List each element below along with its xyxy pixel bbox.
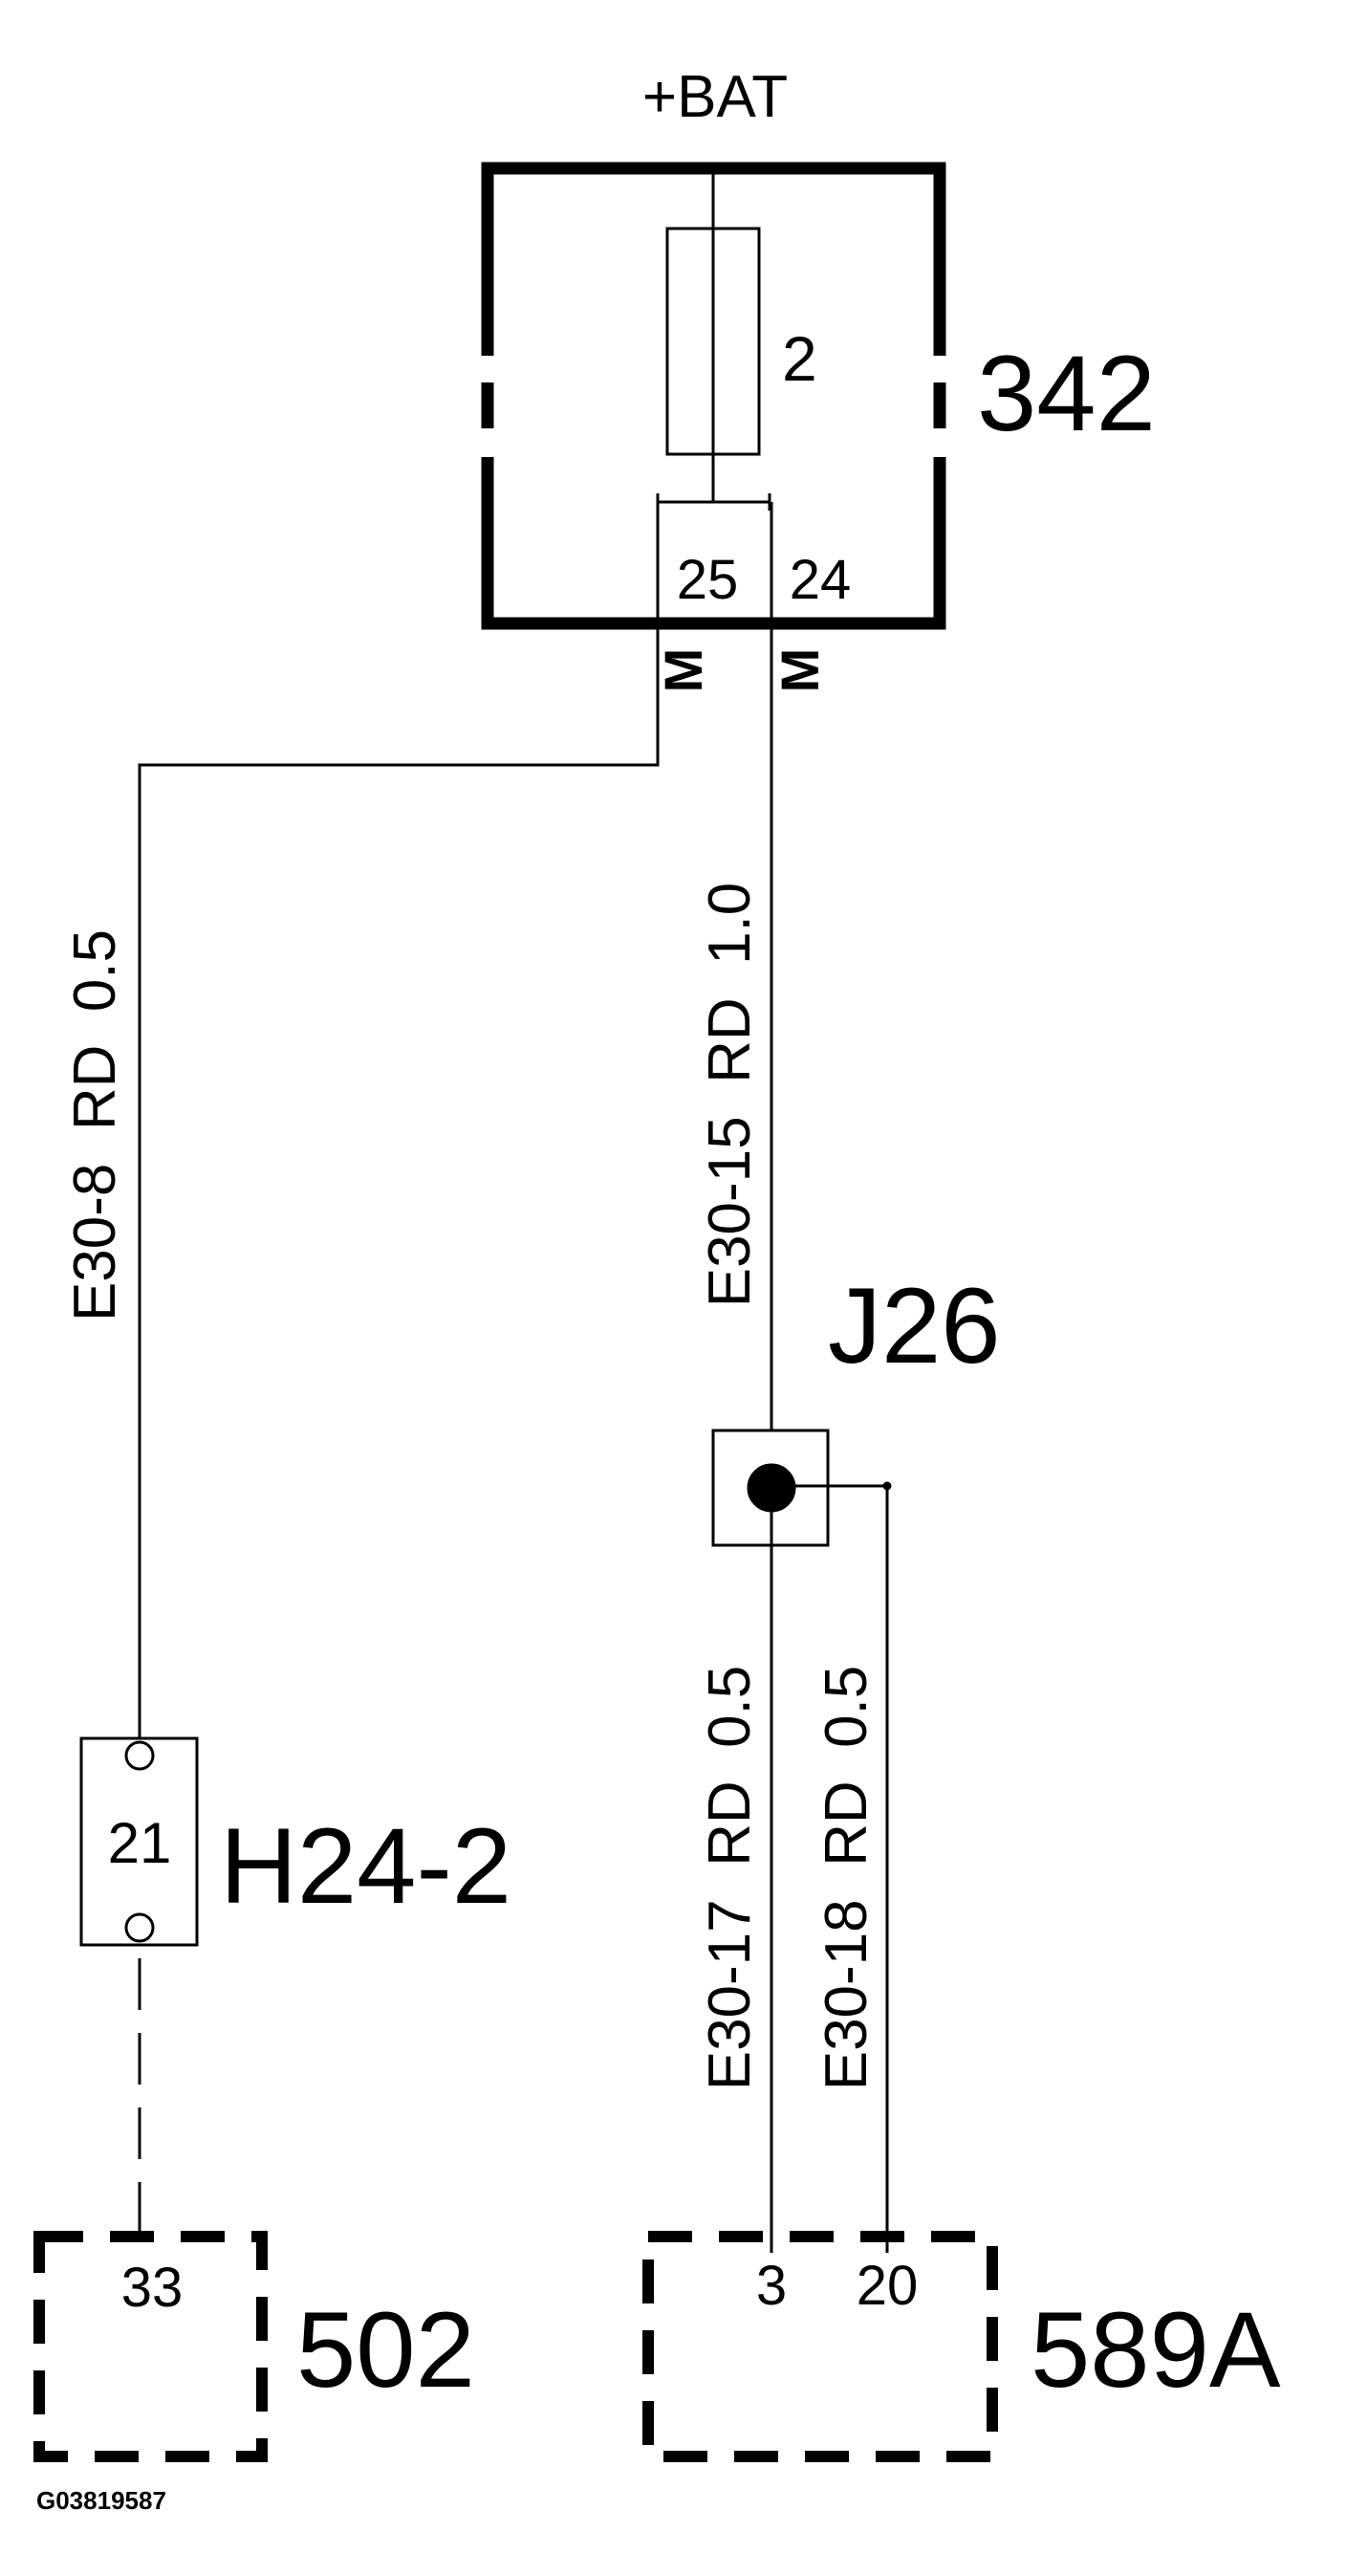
connector-h24-2: [79, 1736, 199, 1947]
module-502-label: 502: [296, 2290, 475, 2410]
junction-j26: [711, 1429, 892, 2253]
module-502-outline: [33, 2231, 268, 2462]
module-589a-pin-20: 20: [857, 2255, 919, 2317]
wire-e30-17-label: E30-17 RD 0.5: [697, 1666, 763, 2091]
fuse-box-label: 342: [977, 334, 1156, 453]
module-502-pin: 33: [121, 2257, 184, 2319]
connector-h24-2-label: H24-2: [220, 1806, 511, 1926]
wire-e30-18-label: E30-18 RD 0.5: [814, 1666, 879, 2091]
bat-supply-label: +BAT: [642, 64, 788, 130]
connector-pin-top: [124, 1740, 155, 1771]
connector-pin-number: 21: [108, 1811, 172, 1875]
module-589a-outline: [642, 2231, 998, 2462]
connector-body: [79, 1736, 199, 1947]
junction-j26-label: J26: [828, 1266, 1001, 1386]
pin-24-type: M: [770, 648, 830, 693]
branch-node: [882, 1481, 892, 1491]
wire-e30-15-label: E30-15 RD 1.0: [697, 883, 763, 1308]
module-502: [33, 2231, 268, 2462]
module-589a-label: 589A: [1031, 2290, 1281, 2410]
module-589a-pin-3: 3: [756, 2255, 787, 2317]
module-589a: [642, 2231, 998, 2462]
wire-e30-8-label: E30-8 RD 0.5: [62, 929, 128, 1321]
pin-25-type: M: [653, 648, 713, 693]
fuse-box-342: [481, 162, 946, 630]
connector-pin-bottom: [124, 1912, 155, 1943]
fuse-number: 2: [782, 323, 817, 394]
figure-id: G03819587: [36, 2486, 166, 2515]
pin-24-label: 24: [790, 549, 852, 611]
wire-e30-8: [138, 623, 660, 1750]
pin-25-label: 25: [677, 549, 739, 611]
